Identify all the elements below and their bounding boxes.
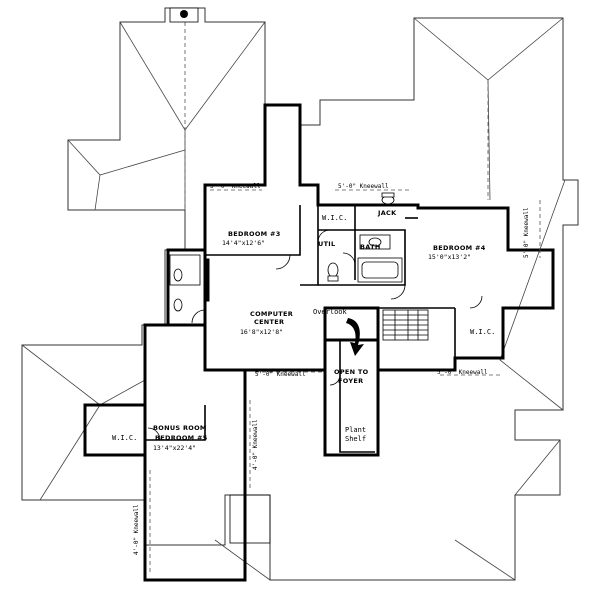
kneewall-jack-top: 5'-0" Kneewall — [338, 183, 389, 190]
util-name: UTIL — [318, 240, 335, 248]
bedroom3-dims: 14'4"x12'6" — [222, 239, 265, 247]
jack-name: JACK — [377, 209, 397, 217]
kneewall-bonus-right: 4'-0" Kneewall — [252, 419, 259, 470]
roof-outline — [21, 7, 579, 581]
room-labels: BEDROOM #3 14'4"x12'6" BEDROOM #4 15'0"x… — [112, 209, 495, 452]
kneewall-labels: 5'-0" Kneewall 5'-0" Kneewall 5'-0" Knee… — [133, 183, 530, 555]
wic-b4-name: W.I.C. — [470, 328, 495, 336]
kneewall-lines — [149, 189, 541, 575]
open-to-foyer-line1: OPEN TO — [334, 368, 369, 376]
open-to-foyer-line2: FOYER — [338, 377, 363, 385]
kneewall-bonus-left: 4'-0" Kneewall — [133, 504, 140, 555]
chimney — [169, 7, 199, 23]
overlook-arrow — [346, 318, 364, 356]
plant-shelf-line2: Shelf — [345, 435, 366, 443]
bath-name: BATH — [360, 243, 381, 251]
computer-name-line1: COMPUTER — [250, 310, 293, 318]
plant-shelf-line1: Plant — [345, 426, 366, 434]
wic-bonus-name: W.I.C. — [112, 434, 137, 442]
exterior-walls — [83, 103, 555, 582]
computer-dims: 16'8"x12'8" — [240, 328, 283, 336]
stairs — [378, 307, 455, 341]
computer-name-line2: CENTER — [254, 318, 284, 326]
kneewall-b4-right: 5'-0" Kneewall — [523, 207, 530, 258]
doors — [147, 229, 483, 441]
bedroom3-name: BEDROOM #3 — [228, 230, 281, 238]
bonus-dims: 13'4"x22'4" — [153, 444, 196, 452]
overlook-label: Overlook — [313, 308, 348, 316]
bath-fixtures — [169, 192, 403, 312]
kneewall-computer-bottom: 5'-0" Kneewall — [255, 371, 306, 378]
bedroom4-name: BEDROOM #4 — [433, 244, 486, 252]
bonus-name-line2: BEDROOM #5 — [155, 434, 208, 442]
bonus-name-line1: BONUS ROOM — [153, 424, 207, 432]
interior-walls — [145, 205, 456, 544]
wic-b3-name: W.I.C. — [322, 214, 347, 222]
kneewall-wic-bottom: 5'-0" Kneewall — [437, 369, 488, 376]
kneewall-b3-top: 5'-0" Kneewall — [210, 183, 261, 190]
bedroom4-dims: 15'0"x13'2" — [428, 253, 471, 261]
